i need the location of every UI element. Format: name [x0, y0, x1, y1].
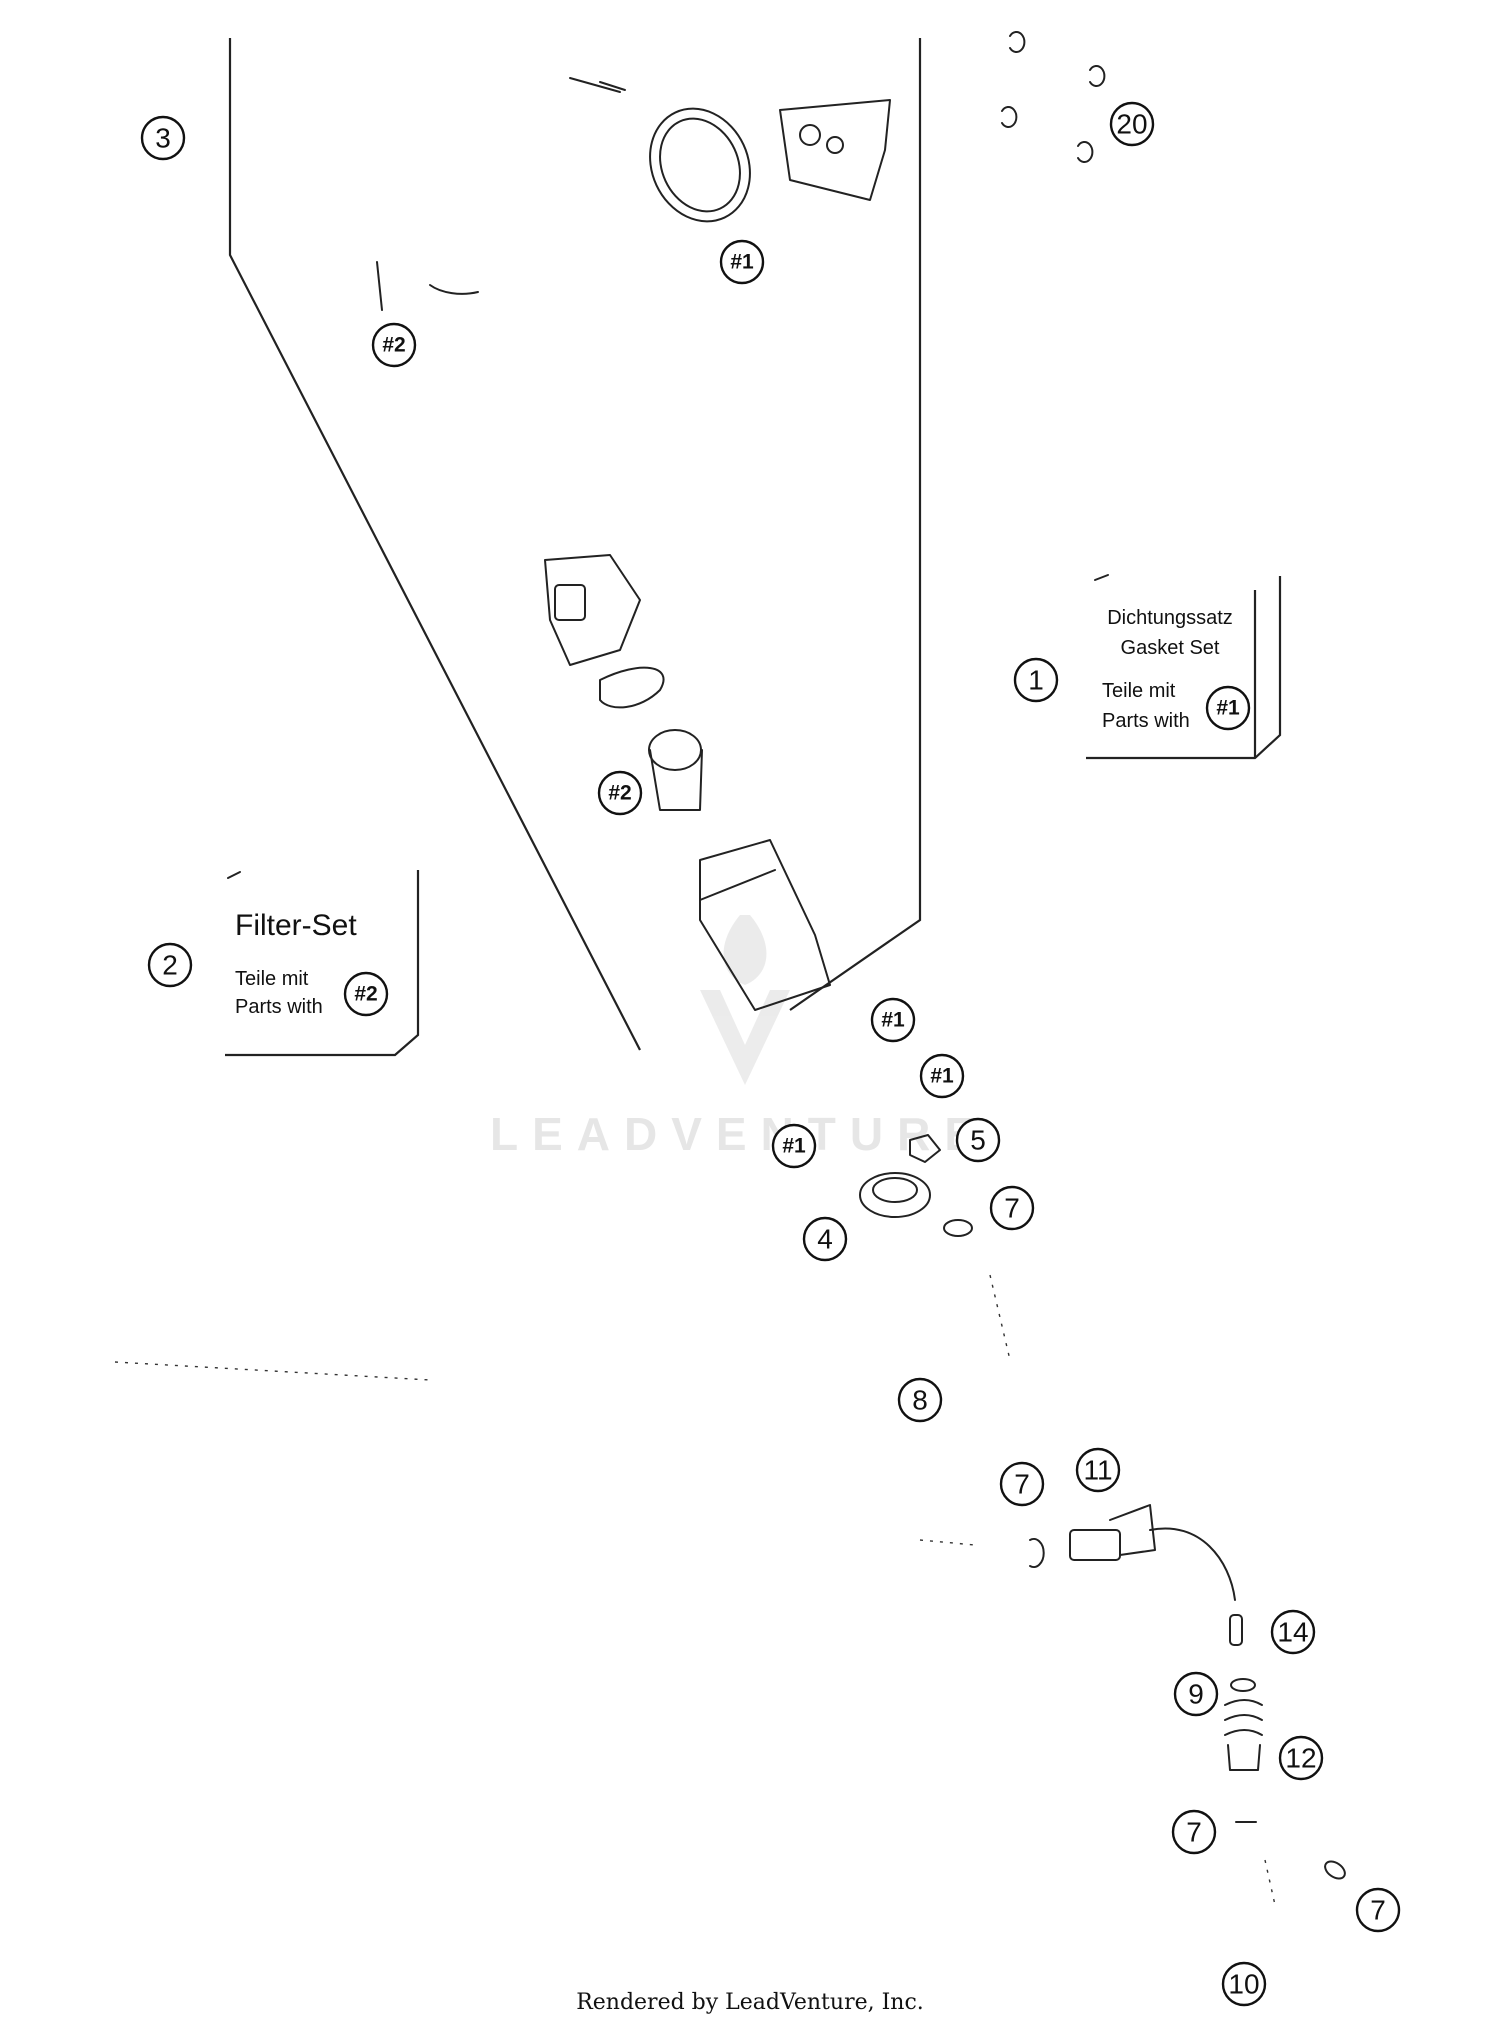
hose-part-10	[1264, 1859, 1276, 1906]
svg-text:5: 5	[970, 1125, 986, 1156]
gasket-kit-en: Gasket Set	[1121, 637, 1220, 659]
filter-parts-en: Parts with	[235, 996, 323, 1018]
svg-text:9: 9	[1188, 1679, 1204, 1710]
gasket-parts-en: Parts with	[1102, 710, 1190, 732]
callout-3: 3	[140, 115, 186, 161]
svg-text:7: 7	[1370, 1895, 1386, 1926]
gasket-parts-de: Teile mit	[1102, 680, 1176, 702]
svg-text:14: 14	[1277, 1617, 1308, 1648]
hose-part-loose	[114, 1361, 431, 1381]
callout-8: 8	[897, 1377, 943, 1423]
callout-11: 11	[1075, 1447, 1121, 1493]
svg-text:#1: #1	[930, 1065, 954, 1088]
callout-2: 2	[147, 942, 193, 988]
callout-ref-1: #1	[919, 1053, 965, 1099]
filter-cartridge-part	[699, 839, 831, 1011]
callout-14: 14	[1270, 1609, 1316, 1655]
callout-5: 5	[955, 1117, 1001, 1163]
svg-text:12: 12	[1285, 1743, 1316, 1774]
svg-text:#2: #2	[608, 782, 631, 805]
callout-7: 7	[999, 1461, 1045, 1507]
svg-text:#1: #1	[1216, 697, 1240, 720]
callout-20: 20	[1109, 101, 1155, 147]
hose-part-8	[989, 1274, 1011, 1361]
svg-text:7: 7	[1186, 1817, 1202, 1848]
svg-text:10: 10	[1228, 1969, 1259, 2000]
washer-part-7d	[1324, 1860, 1346, 1880]
callout-9: 9	[1173, 1671, 1219, 1717]
gasket-set-box	[1086, 574, 1282, 760]
hose-part	[919, 1539, 976, 1546]
callout-7: 7	[989, 1185, 1035, 1231]
o-ring-part	[376, 261, 479, 311]
svg-text:20: 20	[1116, 109, 1147, 140]
filter-set-box	[225, 870, 420, 1057]
pin-part-14	[1229, 1614, 1243, 1646]
svg-text:4: 4	[817, 1224, 833, 1255]
svg-text:#1: #1	[881, 1009, 905, 1032]
svg-text:#1: #1	[730, 251, 754, 274]
svg-text:8: 8	[912, 1385, 928, 1416]
washer-part-7a	[943, 1219, 973, 1237]
svg-text:3: 3	[155, 123, 171, 154]
filter-kit-ref: #2	[343, 971, 389, 1017]
svg-text:2: 2	[162, 950, 178, 981]
gasket-kit-ref: #1	[1205, 685, 1251, 731]
svg-text:1: 1	[1028, 665, 1044, 696]
svg-text:11: 11	[1083, 1455, 1112, 1486]
svg-text:#2: #2	[354, 983, 377, 1006]
callout-7: 7	[1355, 1887, 1401, 1933]
callout-7: 7	[1171, 1809, 1217, 1855]
callout-4: 4	[802, 1216, 848, 1262]
svg-text:#1: #1	[782, 1135, 806, 1158]
filter-kit-title: Filter-Set	[235, 909, 357, 942]
filter-parts-de: Teile mit	[235, 968, 309, 990]
callout-ref-2: #2	[371, 322, 417, 368]
callout-1: 1	[1013, 657, 1059, 703]
cap-part-4	[859, 1172, 931, 1218]
nut-part-5	[909, 1134, 941, 1163]
svg-text:7: 7	[1014, 1469, 1030, 1500]
callout-ref-1: #1	[719, 239, 765, 285]
callout-ref-2: #2	[597, 770, 643, 816]
assembly-frame-right	[789, 38, 922, 1011]
callout-ref-1: #1	[771, 1123, 817, 1169]
spring-part-12	[1224, 1678, 1263, 1771]
fitting-part-11	[1029, 1504, 1236, 1601]
gasket-kit-de: Dichtungssatz	[1107, 607, 1233, 629]
callout-12: 12	[1278, 1735, 1324, 1781]
callout-ref-1: #1	[870, 997, 916, 1043]
filter-sleeve-part	[648, 729, 703, 811]
assembly-frame	[228, 38, 641, 1051]
svg-text:7: 7	[1004, 1193, 1020, 1224]
callout-10: 10	[1221, 1961, 1267, 2007]
pump-ring-part	[649, 107, 751, 223]
svg-text:#2: #2	[382, 334, 405, 357]
footer-credit: Rendered by LeadVenture, Inc.	[576, 1990, 924, 2015]
screws-20	[1001, 31, 1106, 163]
pump-body-part	[544, 554, 665, 709]
pump-cover-part	[779, 99, 891, 201]
watermark: LEADVENTURE	[490, 1108, 989, 1160]
bolt-part	[569, 77, 626, 93]
watermark-logo	[700, 915, 790, 1085]
